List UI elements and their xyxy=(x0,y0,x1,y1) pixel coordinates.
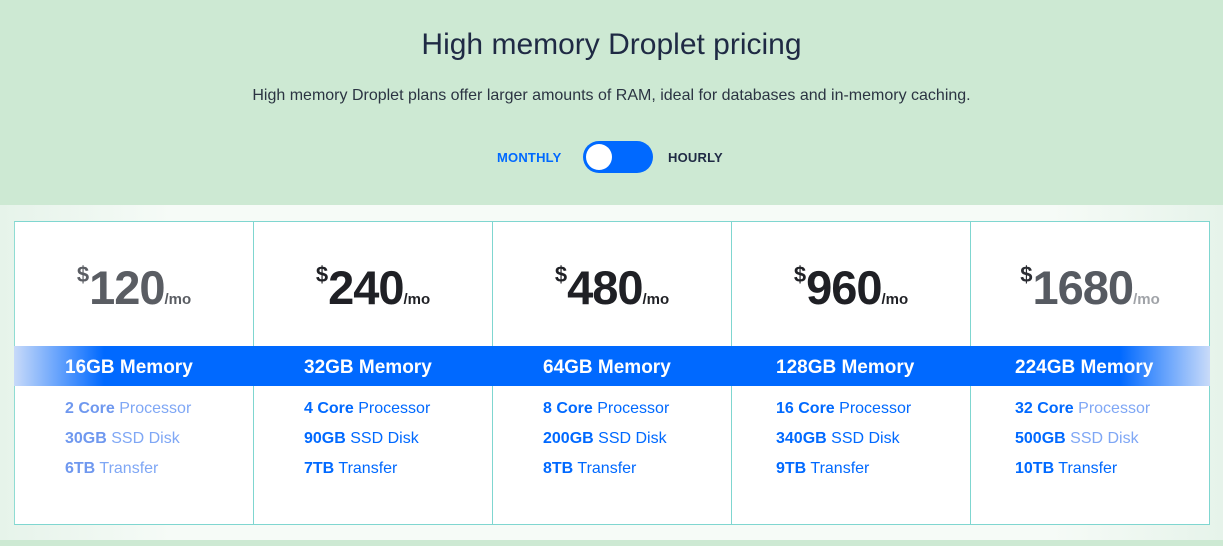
cpu-value: 8 Core xyxy=(543,400,593,417)
cpu-value: 32 Core xyxy=(1015,400,1074,417)
disk-value: 500GB xyxy=(1015,430,1066,447)
cpu-label: Processor xyxy=(839,400,912,417)
plan-disk: 340GB SSD Disk xyxy=(776,430,900,448)
plan-disk: 90GB SSD Disk xyxy=(304,430,419,448)
transfer-value: 7TB xyxy=(304,460,335,477)
plan-price: $120/mo xyxy=(15,260,253,315)
plan-disk: 500GB SSD Disk xyxy=(1015,430,1139,448)
plan-transfer: 6TB Transfer xyxy=(65,460,158,478)
price-amount: 1680 xyxy=(1032,261,1135,314)
memory-band xyxy=(14,346,1210,386)
disk-label: SSD Disk xyxy=(350,430,419,447)
page-title: High memory Droplet pricing xyxy=(421,28,802,61)
price-period: /mo xyxy=(403,291,431,308)
toggle-knob[interactable] xyxy=(586,144,612,170)
price-period: /mo xyxy=(1133,291,1160,308)
plan-cpu: 8 Core Processor xyxy=(543,400,669,418)
plan-card[interactable]: $120/mo xyxy=(14,221,253,525)
currency-symbol: $ xyxy=(76,262,90,287)
plan-memory: 64GB Memory xyxy=(543,357,671,378)
plan-price: $960/mo xyxy=(732,260,970,315)
transfer-label: Transfer xyxy=(810,460,870,477)
transfer-label: Transfer xyxy=(1058,460,1118,477)
transfer-value: 8TB xyxy=(543,460,574,477)
disk-value: 340GB xyxy=(776,430,827,447)
billing-period-toggle[interactable] xyxy=(583,141,653,173)
billing-toggle-row: MONTHLY HOURLY xyxy=(0,141,1223,173)
plan-transfer: 7TB Transfer xyxy=(304,460,397,478)
cpu-label: Processor xyxy=(119,400,192,417)
memory-band-fade-left xyxy=(14,346,104,386)
plan-cpu: 32 Core Processor xyxy=(1015,400,1150,418)
disk-label: SSD Disk xyxy=(1070,430,1139,447)
disk-label: SSD Disk xyxy=(831,430,900,447)
plan-transfer: 8TB Transfer xyxy=(543,460,636,478)
monthly-label[interactable]: MONTHLY xyxy=(497,150,562,165)
page-subtitle: High memory Droplet plans offer larger a… xyxy=(252,87,971,104)
currency-symbol: $ xyxy=(315,262,329,287)
disk-value: 30GB xyxy=(65,430,107,447)
currency-symbol: $ xyxy=(554,262,568,287)
price-period: /mo xyxy=(642,291,670,308)
transfer-value: 9TB xyxy=(776,460,807,477)
price-amount: 240 xyxy=(328,261,404,314)
cpu-label: Processor xyxy=(358,400,431,417)
plan-price: $240/mo xyxy=(254,260,492,315)
cpu-label: Processor xyxy=(597,400,670,417)
price-amount: 960 xyxy=(806,261,882,314)
plan-memory: 16GB Memory xyxy=(65,357,193,378)
plan-price: $1680/mo xyxy=(971,260,1209,315)
transfer-value: 6TB xyxy=(65,460,96,477)
plan-memory: 32GB Memory xyxy=(304,357,432,378)
disk-label: SSD Disk xyxy=(111,430,180,447)
plan-price: $480/mo xyxy=(493,260,731,315)
cpu-label: Processor xyxy=(1078,400,1151,417)
memory-band-fade-right xyxy=(1120,346,1210,386)
page-header: High memory Droplet pricing High memory … xyxy=(0,0,1223,205)
disk-value: 90GB xyxy=(304,430,346,447)
currency-symbol: $ xyxy=(1020,262,1033,287)
plan-disk: 200GB SSD Disk xyxy=(543,430,667,448)
plan-card[interactable]: $240/mo xyxy=(253,221,492,525)
currency-symbol: $ xyxy=(793,262,807,287)
bottom-strip xyxy=(0,540,1223,546)
transfer-value: 10TB xyxy=(1015,460,1055,477)
plan-transfer: 10TB Transfer xyxy=(1015,460,1117,478)
plan-cpu: 4 Core Processor xyxy=(304,400,430,418)
plan-memory: 224GB Memory xyxy=(1015,357,1154,378)
plan-memory: 128GB Memory xyxy=(776,357,915,378)
plan-disk: 30GB SSD Disk xyxy=(65,430,180,448)
price-period: /mo xyxy=(881,291,909,308)
transfer-label: Transfer xyxy=(338,460,398,477)
cpu-value: 4 Core xyxy=(304,400,354,417)
disk-value: 200GB xyxy=(543,430,594,447)
price-period: /mo xyxy=(164,291,192,308)
hourly-label[interactable]: HOURLY xyxy=(668,150,723,165)
price-amount: 480 xyxy=(567,261,643,314)
transfer-label: Transfer xyxy=(577,460,637,477)
price-amount: 120 xyxy=(89,261,165,314)
cpu-value: 16 Core xyxy=(776,400,835,417)
plan-cpu: 16 Core Processor xyxy=(776,400,911,418)
plan-cpu: 2 Core Processor xyxy=(65,400,191,418)
plan-transfer: 9TB Transfer xyxy=(776,460,869,478)
transfer-label: Transfer xyxy=(99,460,159,477)
disk-label: SSD Disk xyxy=(598,430,667,447)
cpu-value: 2 Core xyxy=(65,400,115,417)
